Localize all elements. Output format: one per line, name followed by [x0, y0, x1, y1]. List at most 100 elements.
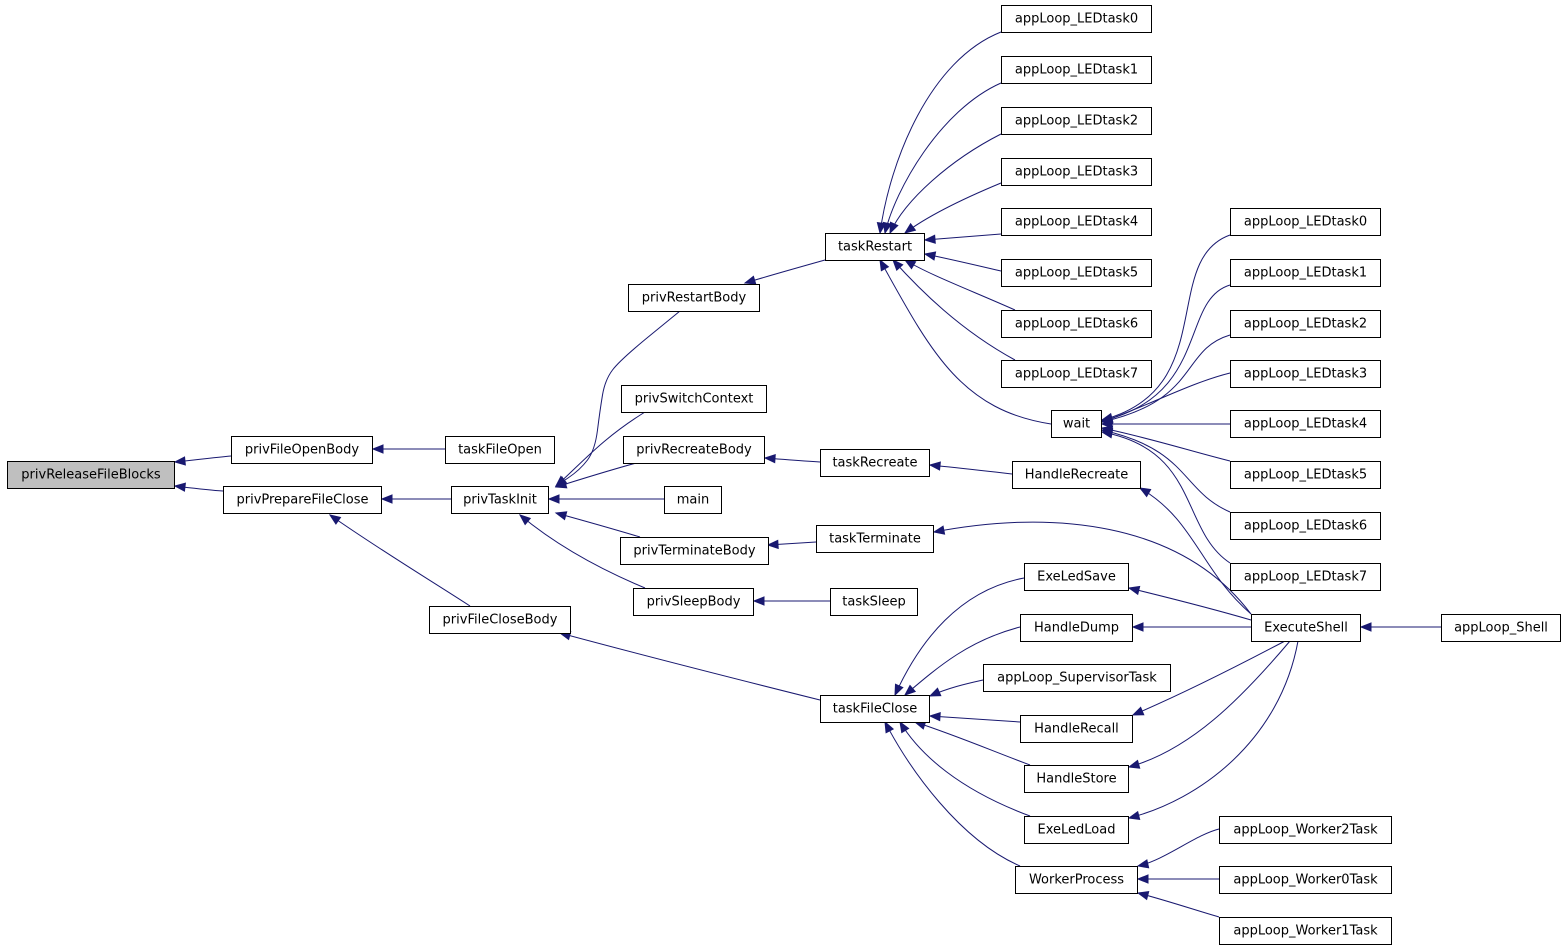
node-apploop-ledtask2[interactable]: appLoop_LEDtask2: [1230, 310, 1381, 338]
node-label: appLoop_LEDtask1: [1244, 266, 1367, 281]
edge-apploop-ledtask7-to-taskrestart: [892, 258, 1016, 361]
nodes-layer: privReleaseFileBlocks privFileOpenBody tas…: [7, 5, 1561, 945]
edge-line: [1137, 828, 1220, 867]
node-taskfileopen[interactable]: taskFileOpen: [445, 436, 555, 464]
node-label: appLoop_LEDtask5: [1015, 266, 1138, 281]
node-label: taskSleep: [842, 595, 905, 610]
node-apploop-ledtask0[interactable]: appLoop_LEDtask0: [1001, 5, 1152, 33]
node-label: WorkerProcess: [1029, 873, 1124, 888]
edge-line: [1101, 429, 1231, 513]
node-apploop-ledtask7[interactable]: appLoop_LEDtask7: [1001, 360, 1152, 388]
node-apploop-ledtask7[interactable]: appLoop_LEDtask7: [1230, 563, 1381, 591]
node-label: ExeLedLoad: [1038, 823, 1116, 838]
node-label: taskFileOpen: [458, 443, 542, 458]
node-box: [633, 588, 754, 616]
arrowhead-icon: [173, 456, 186, 466]
node-label: appLoop_LEDtask3: [1015, 165, 1138, 180]
node-box: [1012, 461, 1141, 489]
node-apploop-ledtask4[interactable]: appLoop_LEDtask4: [1001, 208, 1152, 236]
node-privrecreatebody[interactable]: privRecreateBody: [623, 436, 765, 464]
node-privterminatebody[interactable]: privTerminateBody: [620, 537, 769, 565]
node-apploop-ledtask4[interactable]: appLoop_LEDtask4: [1230, 410, 1381, 438]
edge-line: [914, 721, 1031, 766]
node-privtaskinit[interactable]: privTaskInit: [451, 486, 549, 514]
node-label: appLoop_Worker2Task: [1233, 823, 1378, 838]
node-wait[interactable]: wait: [1051, 410, 1102, 438]
edge-line: [564, 310, 681, 481]
edge-apploop-worker2task-to-workerprocess: [1136, 828, 1220, 869]
arrowhead-icon: [752, 596, 765, 606]
node-privrestartbody[interactable]: privRestartBody: [628, 284, 760, 312]
edge-exeledload-to-taskfileclose: [899, 720, 1031, 817]
edge-line: [929, 715, 1021, 723]
arrowhead-icon: [554, 511, 568, 521]
node-apploop-ledtask6[interactable]: appLoop_LEDtask6: [1230, 512, 1381, 540]
arrowhead-icon: [932, 525, 946, 535]
node-executeshell[interactable]: ExecuteShell: [1251, 614, 1361, 642]
node-exeledload[interactable]: ExeLedLoad: [1024, 816, 1129, 844]
node-privsleepbody[interactable]: privSleepBody: [633, 588, 754, 616]
node-box: [830, 588, 918, 616]
edge-line: [1101, 427, 1231, 462]
node-apploop-worker1task[interactable]: appLoop_Worker1Task: [1219, 917, 1392, 945]
node-taskrecreate[interactable]: taskRecreate: [820, 449, 930, 477]
edge-line: [744, 259, 826, 284]
arrowhead-icon: [1136, 874, 1149, 884]
node-taskterminate[interactable]: taskTerminate: [816, 525, 934, 553]
node-label: appLoop_LEDtask1: [1015, 63, 1138, 78]
edge-handledump-to-taskfileclose: [903, 626, 1021, 696]
node-tasksleep[interactable]: taskSleep: [830, 588, 918, 616]
node-main[interactable]: main: [664, 486, 722, 514]
node-apploop-ledtask1[interactable]: appLoop_LEDtask1: [1001, 56, 1152, 84]
node-apploop-ledtask3[interactable]: appLoop_LEDtask3: [1001, 158, 1152, 186]
node-apploop-worker2task[interactable]: appLoop_Worker2Task: [1219, 816, 1392, 844]
node-handledump[interactable]: HandleDump: [1020, 614, 1133, 642]
node-privfileopenbody[interactable]: privFileOpenBody: [231, 436, 373, 464]
node-apploop-ledtask5[interactable]: appLoop_LEDtask5: [1001, 259, 1152, 287]
node-handlerecreate[interactable]: HandleRecreate: [1012, 461, 1141, 489]
node-apploop-ledtask6[interactable]: appLoop_LEDtask6: [1001, 310, 1152, 338]
edge-line: [329, 514, 471, 607]
edge-workerprocess-to-taskfileclose: [884, 720, 1021, 867]
node-apploop-supervisortask[interactable]: appLoop_SupervisorTask: [983, 664, 1171, 692]
node-apploop-ledtask1[interactable]: appLoop_LEDtask1: [1230, 259, 1381, 287]
edge-privsleepbody-to-privtaskinit: [518, 514, 646, 589]
node-handlestore[interactable]: HandleStore: [1024, 765, 1129, 793]
edge-apploop-ledtask2-to-taskrestart: [889, 133, 1002, 235]
node-box: [1020, 614, 1133, 642]
node-apploop-worker0task[interactable]: appLoop_Worker0Task: [1219, 866, 1392, 894]
edge-privfileopenbody-to-privreleasefileblocks: [173, 455, 232, 466]
edge-apploop-ledtask7-to-wait: [1100, 429, 1231, 564]
arrowhead-icon: [1127, 810, 1141, 821]
node-workerprocess[interactable]: WorkerProcess: [1015, 866, 1138, 894]
node-privpreparefileclose[interactable]: privPrepareFileClose: [223, 486, 382, 514]
node-privfileclosebody[interactable]: privFileCloseBody: [429, 606, 571, 634]
edge-apploop-ledtask5-to-taskrestart: [923, 251, 1002, 272]
node-privswitchcontext[interactable]: privSwitchContext: [621, 385, 767, 413]
node-label: privFileCloseBody: [443, 613, 558, 628]
arrowhead-icon: [903, 222, 917, 234]
edge-line: [1137, 892, 1220, 918]
node-privreleasefileblocks[interactable]: privReleaseFileBlocks: [7, 461, 175, 489]
node-label: privPrepareFileClose: [236, 493, 368, 508]
node-apploop-ledtask5[interactable]: appLoop_LEDtask5: [1230, 461, 1381, 489]
node-handlerecall[interactable]: HandleRecall: [1020, 715, 1133, 743]
edge-apploop-ledtask5-to-wait: [1100, 425, 1231, 462]
edge-main-to-privtaskinit: [547, 494, 664, 504]
node-taskfileclose[interactable]: taskFileClose: [820, 695, 930, 723]
edge-executeshell-to-handlerecall: [1131, 640, 1286, 716]
node-apploop-ledtask3[interactable]: appLoop_LEDtask3: [1230, 360, 1381, 388]
node-apploop-ledtask2[interactable]: appLoop_LEDtask2: [1001, 107, 1152, 135]
node-label: privTerminateBody: [633, 544, 755, 559]
node-exeledsave[interactable]: ExeLedSave: [1024, 563, 1129, 591]
edge-handlestore-to-taskfileclose: [913, 720, 1031, 766]
edge-line: [904, 182, 1002, 234]
node-label: main: [677, 493, 709, 508]
node-box: [1219, 816, 1392, 844]
edge-line: [933, 521, 1252, 615]
arrowhead-icon: [1131, 622, 1144, 632]
node-apploop-shell[interactable]: appLoop_Shell: [1441, 614, 1561, 642]
node-taskrestart[interactable]: taskRestart: [825, 233, 925, 261]
arrowhead-icon: [763, 453, 776, 464]
node-apploop-ledtask0[interactable]: appLoop_LEDtask0: [1230, 208, 1381, 236]
